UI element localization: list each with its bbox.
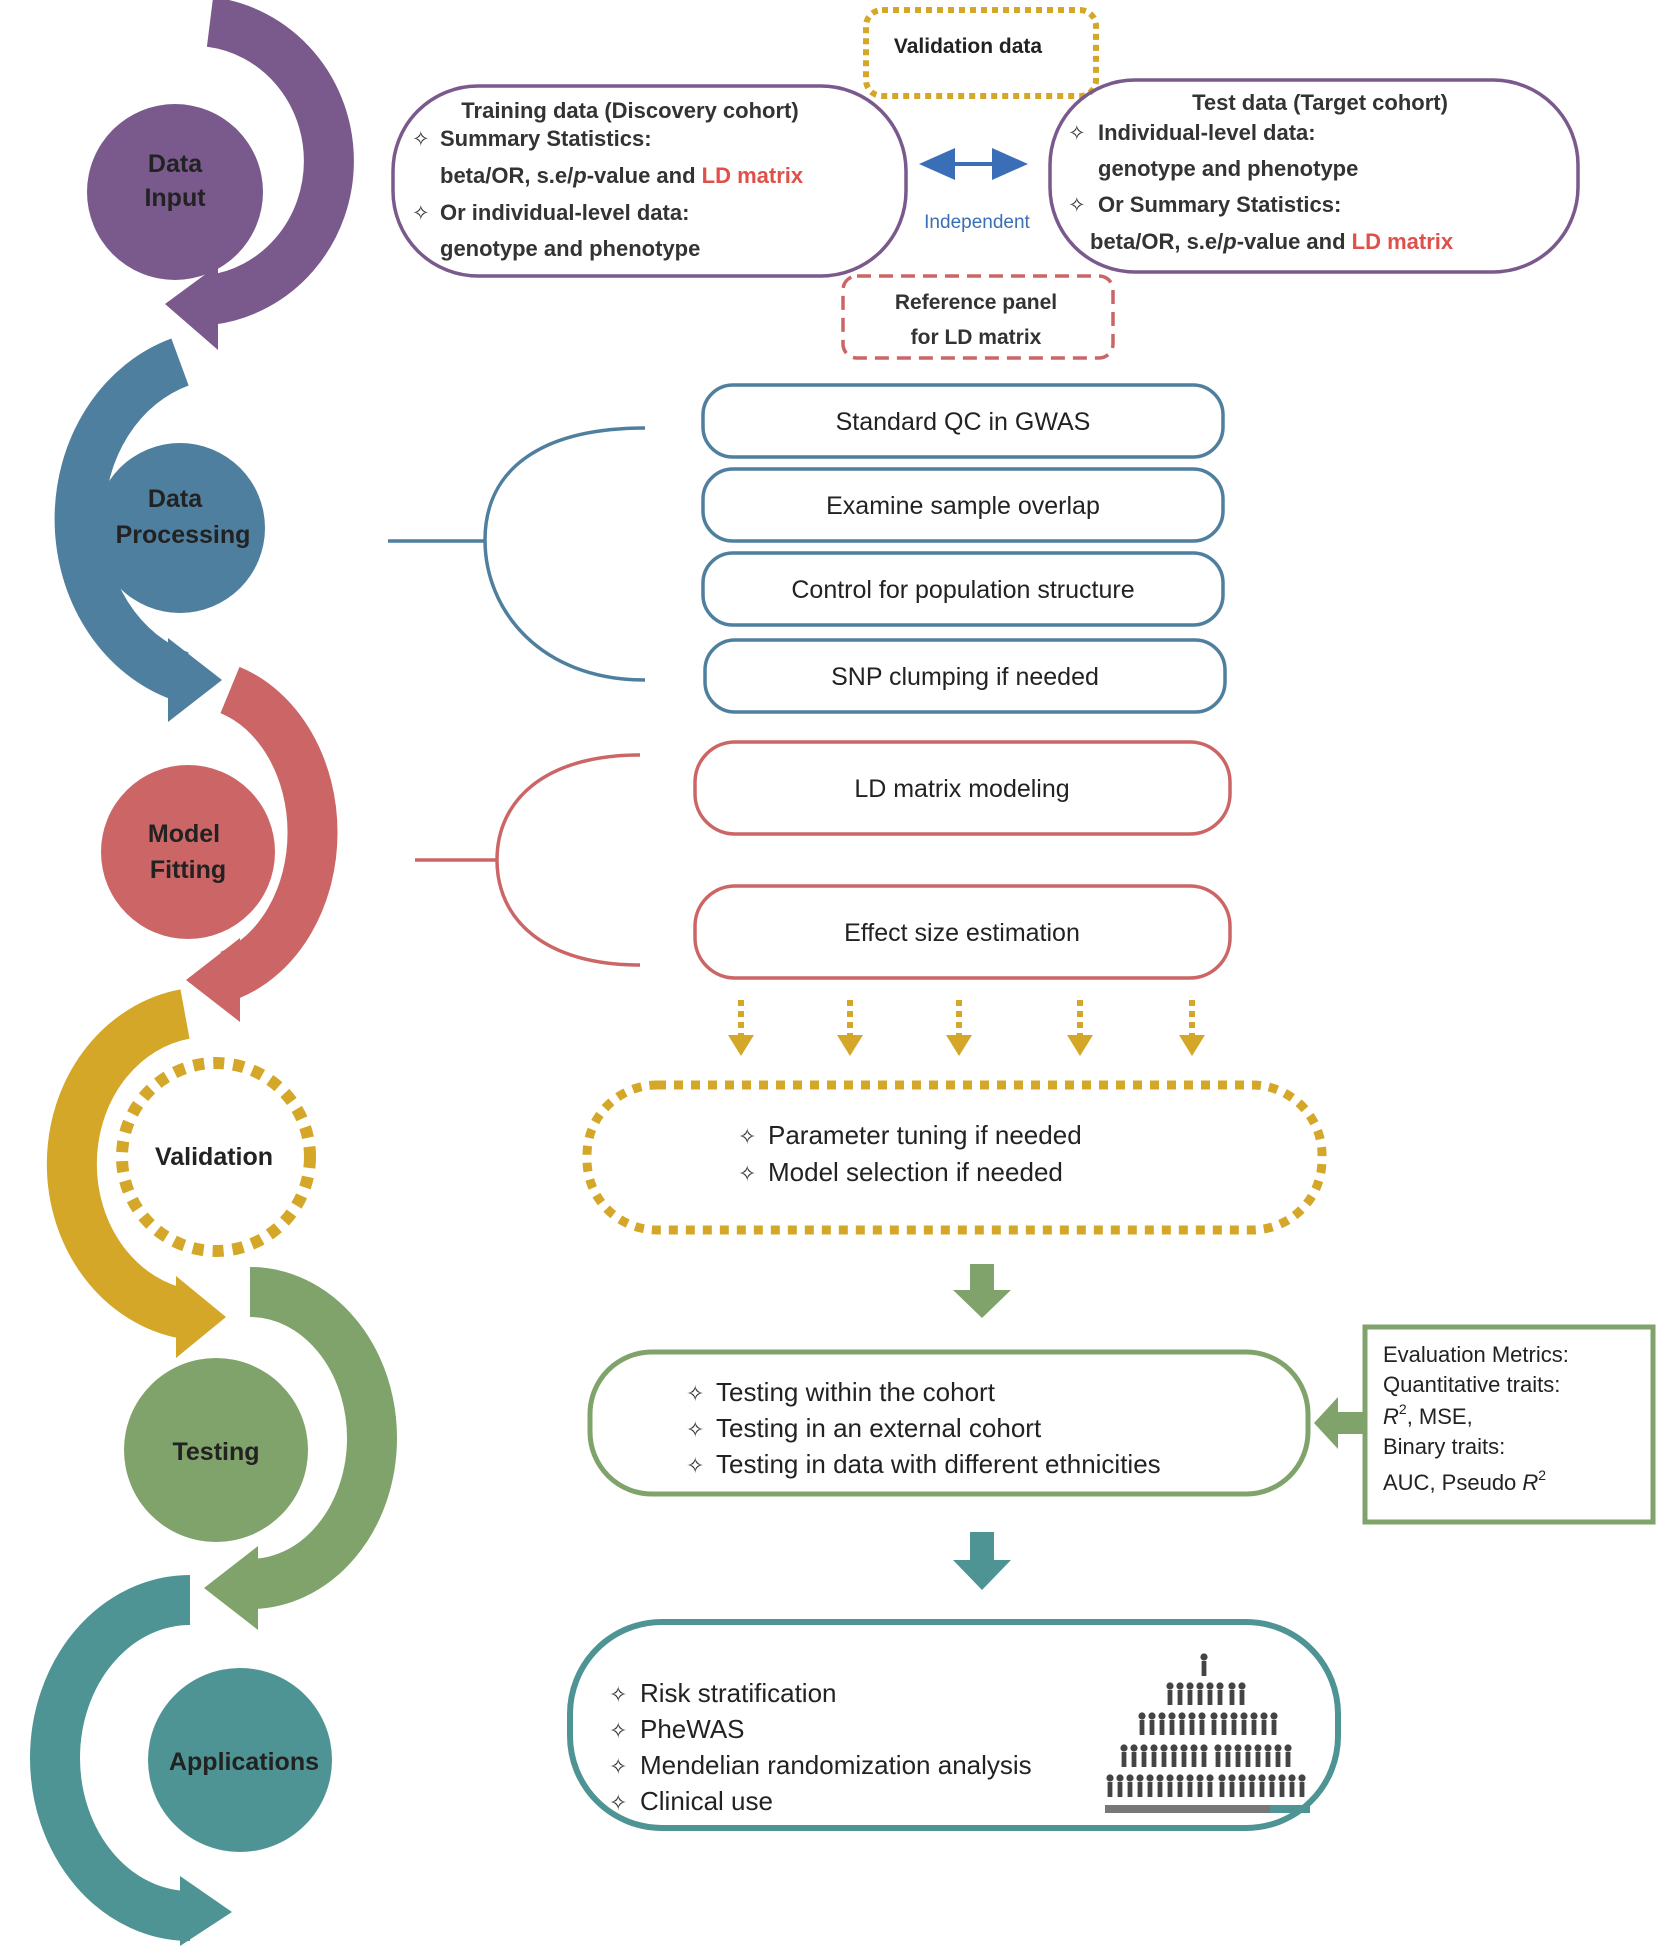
testing-item: Testing in an external cohort bbox=[716, 1413, 1042, 1443]
diamond-bullet: ✧ bbox=[738, 1161, 756, 1186]
stage-data-processing: Data Processing bbox=[95, 443, 265, 613]
population-pictogram-icon bbox=[1105, 1653, 1310, 1813]
stage-label-line: Applications bbox=[169, 1748, 319, 1776]
application-item: PheWAS bbox=[640, 1714, 745, 1744]
metrics-title: Evaluation Metrics: bbox=[1383, 1342, 1569, 1367]
diamond-bullet: ✧ bbox=[686, 1417, 704, 1442]
processing-step-box bbox=[701, 383, 1225, 459]
model-fitting-arrow bbox=[186, 666, 338, 1022]
diamond-bullet: ✧ bbox=[738, 1124, 756, 1149]
diamond-bullet: ✧ bbox=[686, 1381, 704, 1406]
applications-box bbox=[567, 1619, 1341, 1831]
stage-label-line: Fitting bbox=[150, 856, 226, 884]
metrics-quant-label: Quantitative traits: bbox=[1383, 1372, 1560, 1397]
stage-label-line: Data bbox=[148, 150, 203, 178]
validation-data-box bbox=[863, 7, 1099, 99]
stage-arrows bbox=[30, 0, 397, 1946]
training-title: Training data (Discovery cohort) bbox=[461, 98, 798, 123]
training-item2-text: genotype and phenotype bbox=[440, 236, 700, 261]
test-title: Test data (Target cohort) bbox=[1192, 90, 1448, 115]
validation-section: ✧ Parameter tuning if needed ✧ Model sel… bbox=[582, 1080, 1327, 1318]
processing-step-box bbox=[701, 551, 1225, 627]
stage-label-line: Validation bbox=[155, 1143, 273, 1171]
reference-panel-line: Reference panel bbox=[895, 291, 1057, 314]
diamond-bullet: ✧ bbox=[609, 1718, 627, 1743]
fitting-step-label: Effect size estimation bbox=[844, 919, 1080, 947]
model-fitting-section: LD matrix modeling Effect size estimatio… bbox=[415, 740, 1232, 980]
processing-step-label: Control for population structure bbox=[791, 576, 1134, 604]
processing-step-box bbox=[703, 638, 1227, 714]
validation-data-label: Validation data bbox=[894, 35, 1043, 58]
processing-step-label: Examine sample overlap bbox=[826, 492, 1100, 520]
reference-panel-line: for LD matrix bbox=[911, 326, 1042, 349]
test-item1-head: Individual-level data: bbox=[1098, 120, 1316, 145]
stage-circles: Data Input Data Processing Model Fitting… bbox=[87, 104, 332, 1852]
training-item1-head: Summary Statistics: bbox=[440, 126, 652, 151]
testing-box bbox=[587, 1349, 1311, 1497]
reference-panel-box bbox=[841, 274, 1115, 360]
stage-data-input: Data Input bbox=[87, 104, 263, 280]
stage-label-line: Processing bbox=[116, 521, 251, 549]
test-item1-text: genotype and phenotype bbox=[1098, 156, 1358, 181]
stage-label-line: Model bbox=[148, 820, 220, 848]
fitting-step-label: LD matrix modeling bbox=[854, 775, 1069, 803]
application-item: Clinical use bbox=[640, 1786, 773, 1816]
validation-arrow bbox=[46, 989, 226, 1358]
data-input-arrow bbox=[165, 0, 354, 350]
diamond-bullet: ✧ bbox=[609, 1682, 627, 1707]
metrics-binary-label: Binary traits: bbox=[1383, 1434, 1505, 1459]
testing-item: Testing in data with different ethniciti… bbox=[716, 1449, 1161, 1479]
stage-label-line: Data bbox=[148, 485, 203, 513]
processing-step-label: Standard QC in GWAS bbox=[836, 408, 1091, 436]
stage-testing: Testing bbox=[124, 1358, 308, 1542]
data-processing-arrow bbox=[54, 338, 222, 722]
test-item2-head: Or Summary Statistics: bbox=[1098, 192, 1341, 217]
application-item: Risk stratification bbox=[640, 1678, 837, 1708]
metrics-quant-values: R2, MSE, bbox=[1383, 1401, 1473, 1429]
test-item2-text: beta/OR, s.e/p-value and LD matrix bbox=[1090, 229, 1454, 254]
fitting-step-box bbox=[693, 884, 1232, 980]
validation-item: Parameter tuning if needed bbox=[768, 1120, 1082, 1150]
training-data-box bbox=[391, 84, 908, 278]
validation-box bbox=[582, 1080, 1327, 1235]
training-item1-text: beta/OR, s.e/p-value and LD matrix bbox=[440, 163, 804, 188]
training-item2-head: Or individual-level data: bbox=[440, 200, 689, 225]
down-arrow-teal bbox=[953, 1532, 1011, 1590]
testing-section: ✧ Testing within the cohort ✧ Testing in… bbox=[587, 1324, 1656, 1590]
stage-applications: Applications bbox=[148, 1668, 332, 1852]
diamond-bullet: ✧ bbox=[1068, 194, 1086, 217]
stage-label-line: Testing bbox=[172, 1438, 259, 1466]
processing-step-label: SNP clumping if needed bbox=[831, 663, 1099, 691]
data-processing-section: Standard QC in GWAS Examine sample overl… bbox=[388, 383, 1227, 714]
diamond-bullet: ✧ bbox=[1068, 122, 1086, 145]
data-input-section: Validation data Training data (Discovery… bbox=[391, 7, 1580, 360]
metrics-binary-values: AUC, Pseudo R2 bbox=[1383, 1467, 1546, 1495]
diamond-bullet: ✧ bbox=[609, 1754, 627, 1779]
testing-arrow bbox=[204, 1267, 397, 1630]
diamond-bullet: ✧ bbox=[412, 202, 430, 225]
processing-step-box bbox=[701, 467, 1225, 543]
metrics-box bbox=[1362, 1324, 1656, 1525]
fitting-bracket bbox=[495, 753, 641, 967]
stage-model-fitting: Model Fitting bbox=[101, 765, 275, 939]
stage-validation: Validation bbox=[116, 1057, 316, 1257]
applications-section: ✧ Risk stratification ✧ PheWAS ✧ Mendeli… bbox=[567, 1619, 1341, 1831]
left-arrow-green bbox=[1314, 1397, 1366, 1449]
fitting-step-box bbox=[693, 740, 1232, 836]
applications-arrow bbox=[30, 1575, 232, 1946]
diamond-bullet: ✧ bbox=[609, 1790, 627, 1815]
application-item: Mendelian randomization analysis bbox=[640, 1750, 1032, 1780]
testing-item: Testing within the cohort bbox=[716, 1377, 996, 1407]
validation-item: Model selection if needed bbox=[768, 1157, 1063, 1187]
down-arrow-green bbox=[953, 1264, 1011, 1318]
stage-label-line: Input bbox=[144, 184, 206, 212]
processing-bracket bbox=[483, 426, 646, 682]
diamond-bullet: ✧ bbox=[412, 128, 430, 151]
gold-down-arrows bbox=[728, 1000, 1205, 1056]
diamond-bullet: ✧ bbox=[686, 1453, 704, 1478]
independent-label: Independent bbox=[924, 212, 1030, 233]
test-data-box bbox=[1048, 78, 1580, 274]
